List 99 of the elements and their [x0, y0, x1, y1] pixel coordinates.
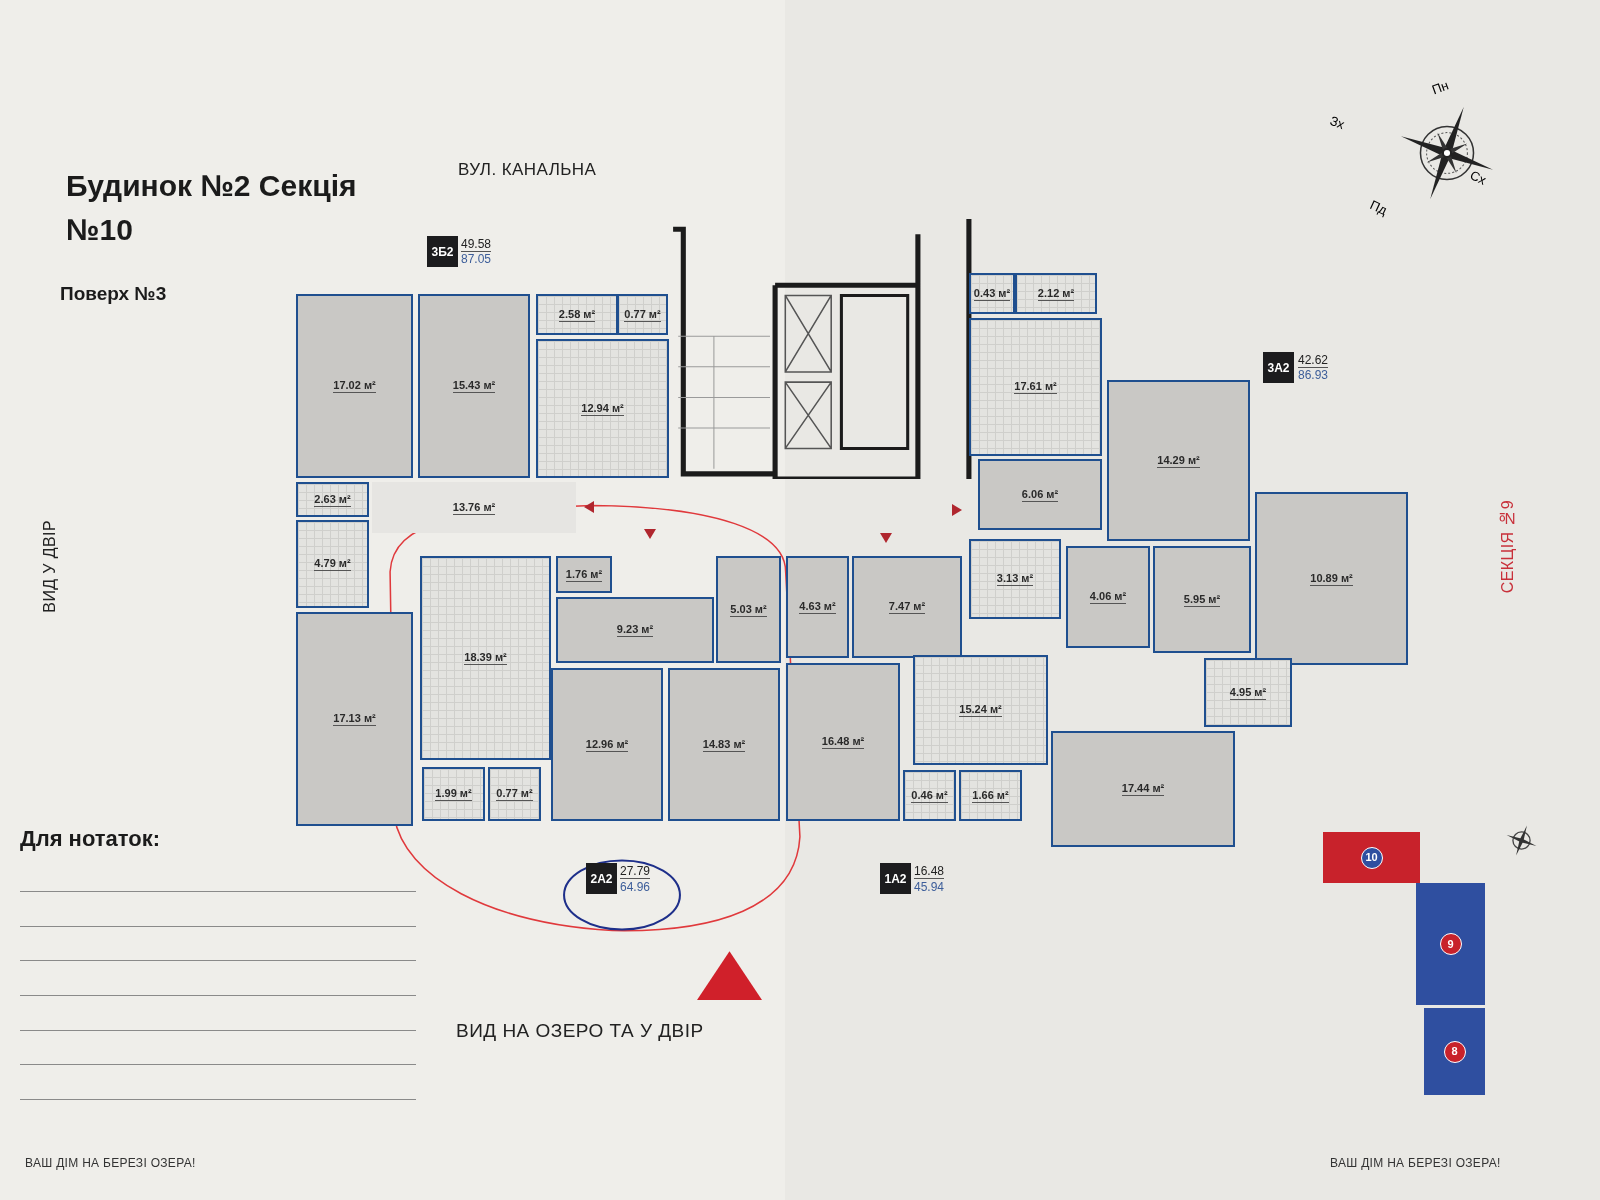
- room-area: 2.58 м²: [558, 307, 596, 322]
- compass-label: Пд: [1366, 196, 1391, 220]
- room-area: 1.99 м²: [435, 787, 472, 801]
- compass-label: Зх: [1327, 112, 1348, 134]
- room: [1051, 731, 1235, 847]
- site-section: [1416, 883, 1485, 1005]
- room-area: 4.79 м²: [314, 557, 351, 571]
- room-area: 4.63 м²: [799, 600, 836, 614]
- section-number: 9: [1439, 933, 1462, 955]
- room-area: 12.96 м²: [585, 737, 629, 752]
- room-area: 0.43 м²: [973, 286, 1011, 301]
- living-area-value: 27.79: [620, 864, 651, 879]
- total-area-value: 86.93: [1298, 368, 1329, 382]
- total-area-value: 45.94: [914, 880, 945, 894]
- room: [1015, 273, 1097, 314]
- apartment-tag: 3Б2: [427, 236, 458, 267]
- room: [418, 294, 530, 478]
- total-area-value: 64.96: [620, 880, 651, 894]
- room: [296, 294, 413, 478]
- room: [1107, 380, 1250, 541]
- room-area: 5.95 м²: [1183, 592, 1221, 607]
- room-area: 17.44 м²: [1121, 782, 1165, 796]
- total-area-value: 87.05: [461, 252, 492, 266]
- room: [536, 294, 618, 335]
- room-area: 18.39 м²: [464, 651, 507, 665]
- room: [903, 770, 956, 821]
- room-area: 4.06 м²: [1089, 590, 1127, 604]
- room: [296, 612, 413, 826]
- room: [296, 482, 369, 517]
- room: [556, 556, 612, 593]
- apartment-tag: 2А2: [586, 863, 617, 894]
- room: [716, 556, 781, 663]
- room-area: 17.61 м²: [1014, 380, 1057, 394]
- room-area: 2.12 м²: [1037, 286, 1075, 301]
- view-caption: ВИД У ДВІР: [40, 520, 59, 613]
- room-area: 1.76 м²: [565, 567, 603, 582]
- footer-slogan: ВАШ ДІМ НА БЕРЕЗІ ОЗЕРА!: [25, 1155, 196, 1172]
- view-caption: ВИД НА ОЗЕРО ТА У ДВІР: [456, 1019, 704, 1043]
- room-area: 16.48 м²: [821, 735, 865, 749]
- room: [978, 459, 1102, 530]
- room: [488, 767, 541, 821]
- section-number: 8: [1443, 1040, 1466, 1063]
- room: [969, 273, 1015, 314]
- room: [786, 663, 900, 821]
- room: [617, 294, 668, 335]
- apartment-tag: 1А2: [880, 863, 911, 894]
- room-area: 0.77 м²: [496, 787, 533, 801]
- site-section: [1424, 1008, 1485, 1095]
- floor-heading: Поверх №3: [60, 282, 167, 306]
- room-area: 2.63 м²: [314, 492, 351, 507]
- compass-label: Пн: [1429, 76, 1452, 100]
- room-area: 3.13 м²: [996, 572, 1034, 586]
- room: [556, 597, 714, 663]
- room: [372, 482, 576, 533]
- room-area: 10.89 м²: [1310, 571, 1353, 586]
- apartment-tag: 3А2: [1263, 352, 1294, 383]
- room: [969, 539, 1061, 619]
- room: [1153, 546, 1251, 653]
- room-area: 15.24 м²: [959, 703, 1002, 717]
- section-caption: СЕКЦІЯ №9: [1498, 500, 1517, 594]
- site-section: [1323, 832, 1420, 883]
- room: [1255, 492, 1408, 665]
- room: [969, 318, 1102, 456]
- compass-label: Сх: [1466, 166, 1490, 190]
- room: [536, 339, 669, 478]
- room: [422, 767, 485, 821]
- room: [551, 668, 663, 821]
- room-area: 17.13 м²: [333, 712, 376, 726]
- room-area: 9.23 м²: [616, 623, 654, 637]
- room-area: 1.66 м²: [972, 788, 1009, 803]
- living-area-value: 42.62: [1298, 353, 1329, 368]
- room-area: 4.95 м²: [1229, 685, 1267, 700]
- room: [296, 520, 369, 608]
- room-area: 17.02 м²: [333, 379, 376, 393]
- room: [913, 655, 1048, 765]
- room: [668, 668, 780, 821]
- room-area: 5.03 м²: [730, 602, 767, 617]
- living-area-value: 49.58: [461, 237, 492, 252]
- living-area-value: 16.48: [914, 864, 945, 879]
- room-area: 14.29 м²: [1157, 453, 1200, 468]
- room: [959, 770, 1022, 821]
- room: [1204, 658, 1292, 727]
- street-name: ВУЛ. КАНАЛЬНА: [458, 159, 597, 181]
- room-area: 0.77 м²: [624, 307, 661, 322]
- room-area: 13.76 м²: [452, 500, 496, 515]
- notes-heading: Для нотаток:: [20, 825, 161, 853]
- room-area: 14.83 м²: [702, 737, 746, 752]
- footer-slogan: ВАШ ДІМ НА БЕРЕЗІ ОЗЕРА!: [1330, 1155, 1501, 1172]
- room-area: 0.46 м²: [911, 788, 948, 803]
- room: [420, 556, 551, 760]
- room-area: 6.06 м²: [1021, 487, 1059, 502]
- room-area: 7.47 м²: [888, 600, 926, 614]
- room-area: 12.94 м²: [581, 401, 624, 416]
- room: [786, 556, 849, 658]
- section-number: 10: [1360, 846, 1383, 869]
- room: [852, 556, 962, 658]
- room: [1066, 546, 1150, 648]
- page-title: Будинок №2 Секція №10: [66, 168, 358, 248]
- room-area: 15.43 м²: [452, 379, 496, 393]
